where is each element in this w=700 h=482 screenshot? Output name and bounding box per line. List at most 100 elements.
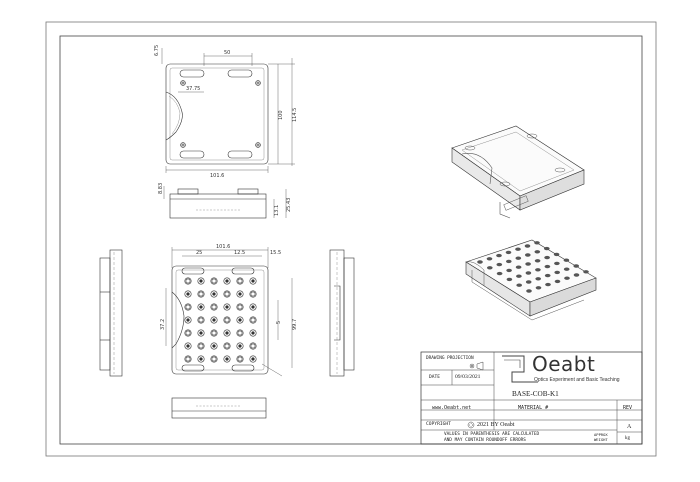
grid-hole bbox=[210, 303, 218, 311]
grid-hole bbox=[236, 316, 244, 324]
iso-hole bbox=[496, 271, 503, 276]
inner-border bbox=[59, 35, 643, 445]
iso-hole bbox=[524, 244, 531, 248]
grid-hole-center bbox=[225, 279, 229, 283]
iso-hole bbox=[535, 268, 541, 272]
grid-hole bbox=[236, 355, 244, 363]
grid-hole-center bbox=[238, 318, 242, 322]
isometric-view-plain bbox=[451, 125, 585, 219]
grid-hole bbox=[223, 329, 231, 337]
grid-hole bbox=[184, 355, 192, 363]
rev-value: A bbox=[627, 424, 632, 430]
grid-hole-center bbox=[225, 305, 229, 309]
grid-hole bbox=[223, 355, 231, 363]
iso-hole bbox=[525, 271, 532, 275]
grid-hole bbox=[197, 277, 205, 285]
grid-hole bbox=[249, 303, 257, 311]
grid-hole bbox=[197, 355, 205, 363]
grid-hole-center bbox=[212, 344, 216, 348]
grid-hole-center bbox=[186, 292, 190, 296]
grid-hole bbox=[210, 342, 218, 350]
dim-top-6-75: 6.75 bbox=[154, 45, 160, 56]
grid-hole-center bbox=[251, 357, 255, 361]
iso-hole bbox=[545, 282, 551, 287]
grid-hole-center bbox=[211, 278, 217, 284]
dim-grid-37-2: 37.2 bbox=[160, 319, 166, 330]
logo-icon bbox=[502, 355, 538, 383]
grid-hole bbox=[210, 329, 218, 337]
iso-hole bbox=[516, 274, 522, 278]
iso-hole bbox=[525, 280, 532, 284]
grid-hole-center bbox=[199, 279, 203, 283]
iso-hole bbox=[544, 255, 550, 260]
dim-top-101-6: 101.6 bbox=[210, 173, 224, 179]
logo-wordmark: Oeabt bbox=[532, 352, 596, 376]
bottom-view bbox=[171, 397, 267, 419]
grid-hole bbox=[184, 277, 192, 285]
grid-hole-center bbox=[237, 278, 243, 284]
grid-hole-center bbox=[211, 356, 217, 362]
part-number: BASE-COB-K1 bbox=[512, 390, 559, 398]
iso-hole bbox=[477, 260, 483, 264]
grid-hole bbox=[210, 316, 218, 324]
grid-hole bbox=[223, 290, 231, 298]
left-side-view bbox=[99, 249, 123, 377]
grid-hole-center bbox=[198, 343, 204, 349]
rev-label: REV bbox=[623, 405, 633, 411]
drawing-projection-label: DRAWING PROJECTION bbox=[426, 356, 474, 361]
iso-hole bbox=[505, 250, 512, 255]
dim-top-100: 100 bbox=[278, 110, 284, 120]
grid-hole bbox=[197, 290, 205, 298]
iso-hole bbox=[515, 247, 521, 251]
grid-hole bbox=[249, 355, 257, 363]
approx-weight-label-2: WEIGHT bbox=[594, 437, 608, 442]
iso-hole bbox=[554, 279, 561, 284]
grid-view: 101.6 25 12.5 15.5 5 37.2 99.7 bbox=[160, 244, 298, 377]
title-block bbox=[420, 351, 643, 445]
iso-hole bbox=[564, 276, 570, 280]
hole-grid bbox=[184, 277, 257, 363]
note-line-2: AND MAY CONTAIN ROUNDOFF ERRORS bbox=[444, 438, 526, 443]
grid-hole-center bbox=[251, 305, 255, 309]
grid-hole-center bbox=[211, 330, 217, 336]
iso-hole bbox=[583, 270, 589, 274]
iso-hole bbox=[487, 266, 493, 270]
grid-hole-center bbox=[198, 291, 204, 297]
grid-hole-center bbox=[199, 305, 203, 309]
grid-hole-center bbox=[237, 304, 243, 310]
grid-hole-center bbox=[250, 343, 256, 349]
iso-hole bbox=[525, 253, 531, 257]
dim-side-25-43: 25.43 bbox=[286, 198, 292, 212]
grid-hole bbox=[184, 290, 192, 298]
dim-grid-101-6: 101.6 bbox=[216, 244, 230, 250]
iso-hole-grid bbox=[477, 241, 589, 293]
grid-hole-center bbox=[238, 344, 242, 348]
grid-hole bbox=[249, 342, 257, 350]
grid-hole bbox=[223, 277, 231, 285]
grid-hole-center bbox=[185, 356, 191, 362]
grid-hole bbox=[184, 329, 192, 337]
grid-hole-center bbox=[225, 331, 229, 335]
iso-hole bbox=[496, 262, 503, 267]
iso-hole bbox=[516, 283, 522, 287]
grid-hole-center bbox=[186, 344, 190, 348]
grid-hole-center bbox=[185, 330, 191, 336]
iso-hole bbox=[496, 253, 502, 258]
dim-grid-99-7: 99.7 bbox=[292, 319, 298, 330]
grid-hole-center bbox=[212, 292, 216, 296]
grid-hole bbox=[197, 303, 205, 311]
grid-hole-center bbox=[198, 317, 204, 323]
grid-hole bbox=[184, 342, 192, 350]
grid-hole bbox=[197, 316, 205, 324]
grid-hole bbox=[223, 316, 231, 324]
grid-hole-center bbox=[237, 330, 243, 336]
dim-top-114-5: 114.5 bbox=[292, 108, 298, 122]
iso-hole bbox=[515, 265, 522, 269]
copyright-text: 2021 BY Oeabt bbox=[477, 422, 515, 428]
grid-hole-center bbox=[185, 304, 191, 310]
iso-hole bbox=[534, 241, 540, 245]
grid-hole bbox=[236, 277, 244, 285]
grid-hole bbox=[184, 316, 192, 324]
